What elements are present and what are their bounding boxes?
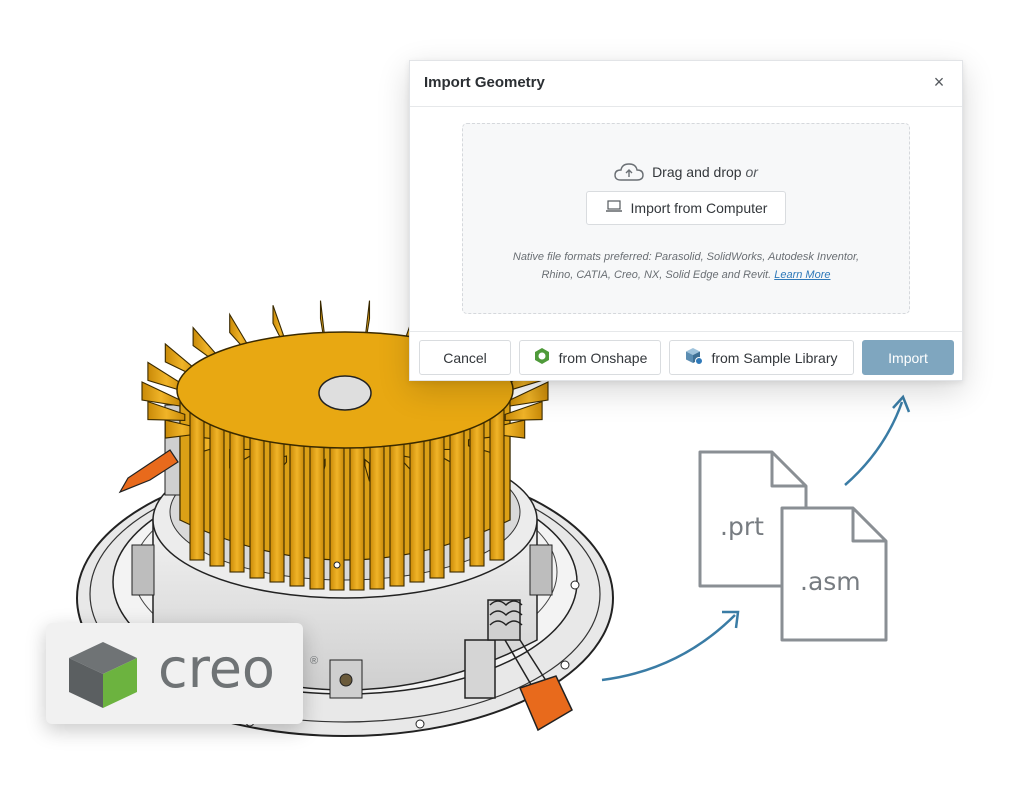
or-text: or (745, 164, 758, 180)
import-button[interactable]: Import (862, 340, 954, 375)
dialog-footer: Cancel from Onshape from Sample Library (410, 331, 962, 382)
from-onshape-button[interactable]: from Onshape (519, 340, 661, 375)
creo-logo-badge: creo ® (46, 623, 318, 724)
heatsink-fin (209, 409, 225, 567)
cloud-upload-icon (614, 162, 644, 185)
supported-formats-note: Native file formats preferred: Parasolid… (483, 248, 889, 284)
import-geometry-dialog: Import Geometry × Drag and drop or Impor… (409, 60, 963, 381)
creo-wordmark: creo (158, 637, 275, 700)
drag-drop-line: Drag and drop or (463, 162, 909, 185)
from-sample-library-label: from Sample Library (711, 349, 838, 366)
file-label-asm: .asm (800, 567, 861, 596)
file-icon-asm: .asm (780, 506, 888, 642)
formats-line-2: Rhino, CATIA, Creo, NX, Solid Edge and R… (541, 269, 772, 281)
drop-zone[interactable]: Drag and drop or Import from Computer Na… (462, 123, 910, 314)
creo-cube-icon (66, 640, 140, 715)
drag-drop-text: Drag and drop (652, 164, 742, 180)
arrow-to-files (601, 614, 736, 682)
file-label-prt: .prt (720, 512, 764, 541)
import-from-computer-label: Import from Computer (630, 200, 768, 216)
heatsink-fin (509, 381, 549, 407)
arrow-to-dialog (844, 401, 904, 486)
from-sample-library-button[interactable]: from Sample Library (669, 340, 854, 375)
heatsink-fin (489, 409, 505, 561)
cancel-button[interactable]: Cancel (419, 340, 511, 375)
from-onshape-label: from Onshape (558, 349, 648, 366)
sample-library-icon (685, 347, 704, 368)
heatsink-fin (147, 400, 186, 421)
heatsink-fin (469, 409, 485, 567)
formats-line-1: Native file formats preferred: Parasolid… (512, 251, 860, 263)
learn-more-link[interactable]: Learn More (774, 269, 831, 281)
onshape-icon (533, 347, 551, 368)
heatsink-fin (189, 409, 205, 561)
laptop-icon (605, 200, 623, 216)
close-icon[interactable]: × (933, 72, 945, 92)
dialog-header: Import Geometry × (410, 61, 962, 107)
heatsink-fin (504, 400, 543, 421)
registered-mark: ® (310, 655, 319, 667)
heatsink-fin (141, 381, 181, 407)
dialog-title: Import Geometry (424, 74, 545, 91)
import-from-computer-button[interactable]: Import from Computer (586, 191, 786, 225)
